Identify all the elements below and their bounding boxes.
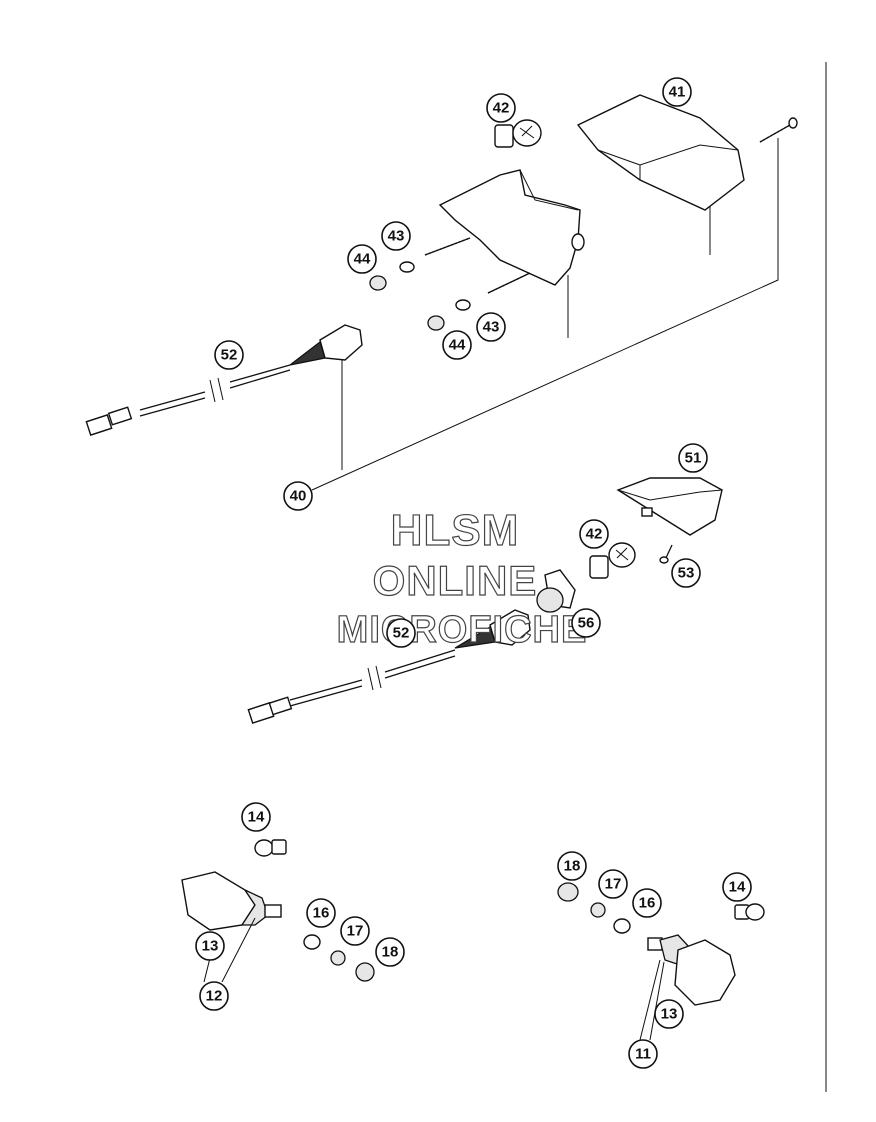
svg-text:44: 44	[449, 337, 466, 354]
svg-text:41: 41	[669, 84, 686, 101]
callout-14: 14	[241, 802, 271, 832]
leader-12-a	[203, 957, 211, 983]
callout-42: 42	[579, 519, 609, 549]
callout-17: 17	[598, 869, 628, 899]
callout-16: 16	[632, 888, 662, 918]
washer-16a	[303, 934, 321, 950]
screw-53	[659, 544, 673, 564]
svg-text:44: 44	[354, 251, 371, 268]
callout-51: 51	[678, 443, 708, 473]
callout-52: 52	[214, 340, 244, 370]
svg-text:18: 18	[564, 858, 581, 875]
svg-text:17: 17	[347, 923, 364, 940]
stud-bolt-upper	[424, 237, 471, 256]
tail-lens	[576, 94, 745, 211]
bulb-42b	[589, 542, 636, 579]
bulb-14a	[254, 839, 287, 857]
lens-screw	[759, 117, 798, 143]
nut-18b	[557, 882, 579, 902]
callout-16: 16	[306, 898, 336, 928]
svg-text:16: 16	[313, 905, 330, 922]
callout-56: 56	[571, 608, 601, 638]
leader-11-a	[639, 959, 661, 1041]
svg-text:12: 12	[206, 988, 223, 1005]
svg-text:42: 42	[493, 100, 510, 117]
svg-text:17: 17	[605, 876, 622, 893]
callout-44: 44	[347, 244, 377, 274]
leader-11-b	[649, 961, 665, 1041]
callout-13: 13	[654, 999, 684, 1029]
callout-52: 52	[386, 618, 416, 648]
svg-text:40: 40	[290, 488, 307, 505]
svg-text:52: 52	[221, 347, 238, 364]
bracket-56	[536, 569, 576, 613]
stud-bolt-lower	[487, 272, 531, 294]
svg-text:43: 43	[483, 319, 500, 336]
callout-44: 44	[442, 330, 472, 360]
callout-12: 12	[199, 981, 229, 1011]
svg-text:56: 56	[578, 615, 595, 632]
tail-housing	[438, 169, 585, 286]
washer-43b	[455, 299, 471, 311]
callout-18: 18	[557, 851, 587, 881]
socket-harness-top	[85, 324, 363, 436]
svg-text:13: 13	[661, 1006, 678, 1023]
socket-harness-middle	[247, 609, 531, 724]
svg-text:42: 42	[586, 526, 603, 543]
svg-text:14: 14	[729, 879, 746, 896]
callout-42: 42	[486, 93, 516, 123]
watermark-line1: HLSM	[391, 506, 520, 555]
bulb-14b	[734, 903, 765, 921]
nut-18a	[355, 962, 375, 982]
svg-text:52: 52	[393, 625, 410, 642]
indicator-right	[647, 934, 736, 1006]
callout-53: 53	[671, 558, 701, 588]
svg-text:43: 43	[388, 228, 405, 245]
svg-text:11: 11	[635, 1046, 651, 1063]
svg-text:14: 14	[248, 809, 265, 826]
nut-44a	[369, 275, 387, 291]
washer-43a	[399, 261, 415, 273]
watermark-line3: MICROFICHE	[337, 609, 588, 651]
tail-bulb	[494, 119, 542, 148]
callout-11: 11	[628, 1039, 658, 1069]
callout-43: 43	[381, 221, 411, 251]
svg-text:53: 53	[678, 565, 695, 582]
nut-17b	[590, 902, 606, 918]
callout-43: 43	[476, 312, 506, 342]
callout-40: 40	[283, 481, 313, 511]
svg-text:13: 13	[202, 938, 219, 955]
indicator-left	[181, 871, 282, 931]
svg-text:51: 51	[685, 450, 702, 467]
leader-12-b	[221, 917, 256, 983]
callout-17: 17	[340, 916, 370, 946]
svg-text:18: 18	[382, 944, 399, 961]
leader-40-screw	[311, 138, 779, 491]
callout-18: 18	[375, 937, 405, 967]
watermark: HLSM ONLINE MICROFICHE	[336, 505, 588, 651]
callout-13: 13	[195, 931, 225, 961]
svg-text:16: 16	[639, 895, 656, 912]
nut-17a	[330, 950, 346, 966]
callout-14: 14	[722, 872, 752, 902]
callout-41: 41	[662, 77, 692, 107]
washer-16b	[613, 918, 631, 934]
lens-51	[616, 477, 723, 536]
watermark-line2: ONLINE	[373, 557, 538, 604]
nut-44b	[427, 315, 445, 331]
